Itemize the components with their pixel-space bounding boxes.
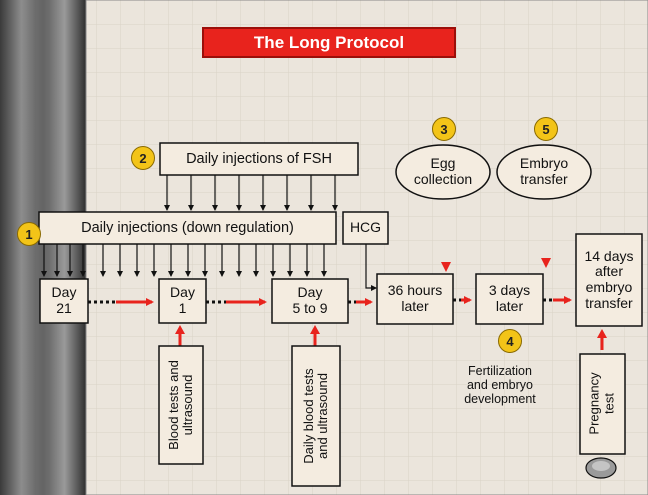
step-5-badge: 5 bbox=[534, 117, 558, 141]
36hours-box bbox=[376, 273, 454, 325]
day21-box bbox=[39, 278, 89, 324]
egg-collection-oval bbox=[395, 144, 491, 200]
day5to9-box bbox=[271, 278, 349, 324]
step-3-badge: 3 bbox=[432, 117, 456, 141]
fsh-box bbox=[159, 142, 359, 176]
blood-tests-box bbox=[158, 345, 204, 465]
timeline-arrows bbox=[88, 296, 572, 306]
14days-box bbox=[575, 233, 643, 327]
daily-blood-tests-box bbox=[291, 345, 341, 487]
diagram-title: The Long Protocol bbox=[202, 27, 456, 58]
down-regulation-box bbox=[38, 211, 337, 245]
day1-box bbox=[158, 278, 207, 324]
down-regulation-arrows bbox=[41, 244, 327, 277]
fsh-injection-arrows bbox=[164, 175, 338, 211]
step-1-badge: 1 bbox=[17, 222, 41, 246]
step-2-badge: 2 bbox=[131, 146, 155, 170]
3days-box bbox=[475, 273, 544, 325]
embryo-transfer-oval bbox=[496, 144, 592, 200]
hcg-box bbox=[342, 211, 389, 245]
step-4-badge: 4 bbox=[498, 329, 522, 353]
hcg-arrow bbox=[365, 244, 377, 291]
pregnancy-test-box bbox=[579, 353, 626, 455]
